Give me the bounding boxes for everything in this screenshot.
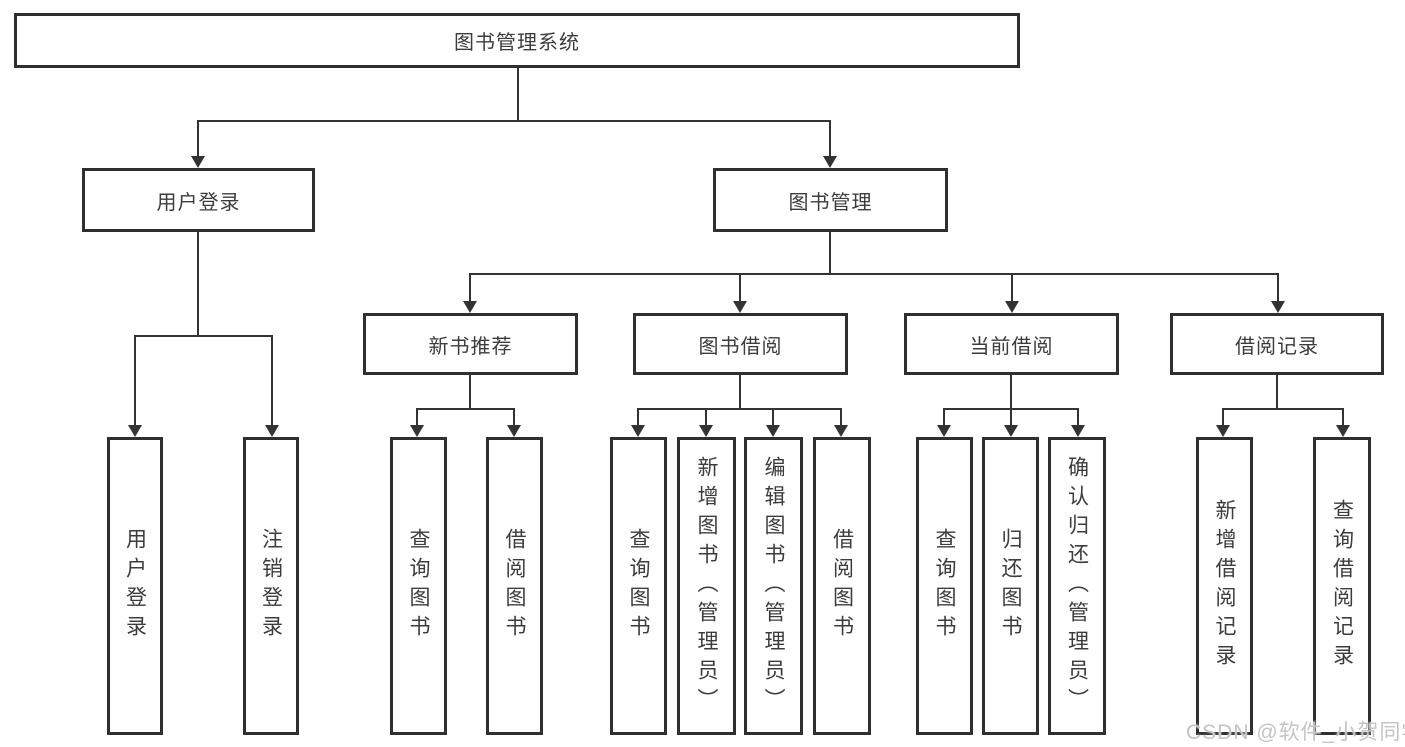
edge-book-borrowing-stem [739, 375, 741, 408]
node-cb-return-books: 归还图书 [982, 437, 1039, 735]
edge-new-books-stem [469, 375, 471, 408]
edge-root-stem [517, 68, 519, 120]
node-bb-edit-books-admin: 编辑图书（管理员） [744, 437, 803, 735]
edge-drop-book-borrowing [739, 273, 741, 301]
node-root-library-system: 图书管理系统 [14, 13, 1020, 68]
edge-drop-book-mgmt [829, 120, 831, 156]
arrowhead-nb-borrow [507, 425, 521, 437]
edge-drop-bb-borrow [840, 408, 842, 425]
node-br-add-record: 新增借阅记录 [1196, 437, 1253, 735]
node-borrow-records: 借阅记录 [1170, 313, 1384, 375]
arrowhead-cb-return [1004, 425, 1018, 437]
node-leaf-logout: 注销登录 [243, 437, 299, 735]
edge-drop-new-books [469, 273, 471, 301]
edge-book-borrowing-span [637, 408, 842, 410]
node-br-query-record: 查询借阅记录 [1313, 437, 1371, 735]
csdn-watermark: CSDN @软件_小贺同学 [1186, 721, 1405, 744]
edge-borrow-records-span [1222, 408, 1344, 410]
arrowhead-bb-edit [766, 425, 780, 437]
edge-level2-span [197, 120, 831, 122]
edge-drop-leaf-logout [271, 335, 273, 425]
node-bb-add-books-admin: 新增图书（管理员） [677, 437, 736, 735]
arrowhead-nb-query [410, 425, 424, 437]
arrowhead-bb-query [631, 425, 645, 437]
node-bb-borrow-books: 借阅图书 [813, 437, 871, 735]
arrowhead-bb-borrow [834, 425, 848, 437]
arrowhead-br-add [1216, 425, 1230, 437]
arrowhead-leaf-login [128, 425, 142, 437]
arrowhead-cb-confirm [1071, 425, 1085, 437]
edge-drop-cb-return [1010, 408, 1012, 425]
arrowhead-br-query [1336, 425, 1350, 437]
arrowhead-book-borrowing [733, 301, 747, 313]
node-nb-query-books: 查询图书 [390, 437, 447, 735]
node-cb-confirm-return-admin: 确认归还（管理员） [1048, 437, 1106, 735]
edge-drop-bb-edit [772, 408, 774, 425]
edge-drop-br-add [1222, 408, 1224, 425]
node-cb-query-books: 查询图书 [916, 437, 973, 735]
edge-drop-nb-query [416, 408, 418, 425]
edge-drop-leaf-login [134, 335, 136, 425]
edge-book-mgmt-stem [829, 232, 831, 273]
edge-drop-current-borrowing [1011, 273, 1013, 301]
arrowhead-user-login [191, 156, 205, 168]
edge-drop-user-login [197, 120, 199, 156]
arrowhead-current-borrowing [1005, 301, 1019, 313]
edge-new-books-span [416, 408, 515, 410]
edge-level3-span [469, 273, 1279, 275]
edge-drop-cb-confirm [1077, 408, 1079, 425]
arrowhead-book-mgmt [823, 156, 837, 168]
edge-user-login-span [134, 335, 273, 337]
arrowhead-leaf-logout [265, 425, 279, 437]
arrowhead-new-books [463, 301, 477, 313]
node-bb-query-books: 查询图书 [610, 437, 667, 735]
node-new-book-recommend: 新书推荐 [363, 313, 578, 375]
edge-current-borrowing-stem [1010, 375, 1012, 408]
edge-drop-borrow-records [1277, 273, 1279, 301]
node-nb-borrow-books: 借阅图书 [486, 437, 543, 735]
node-leaf-user-login: 用户登录 [107, 437, 163, 735]
edge-drop-br-query [1342, 408, 1344, 425]
edge-user-login-stem [197, 232, 199, 335]
node-user-login: 用户登录 [82, 168, 315, 232]
arrowhead-bb-add [699, 425, 713, 437]
arrowhead-borrow-records [1271, 301, 1285, 313]
edge-drop-nb-borrow [513, 408, 515, 425]
edge-drop-cb-query [943, 408, 945, 425]
node-book-borrowing: 图书借阅 [633, 313, 848, 375]
node-book-management: 图书管理 [713, 168, 948, 232]
edge-drop-bb-add [705, 408, 707, 425]
edge-drop-bb-query [637, 408, 639, 425]
edge-borrow-records-stem [1276, 375, 1278, 408]
node-current-borrowing: 当前借阅 [904, 313, 1119, 375]
arrowhead-cb-query [937, 425, 951, 437]
